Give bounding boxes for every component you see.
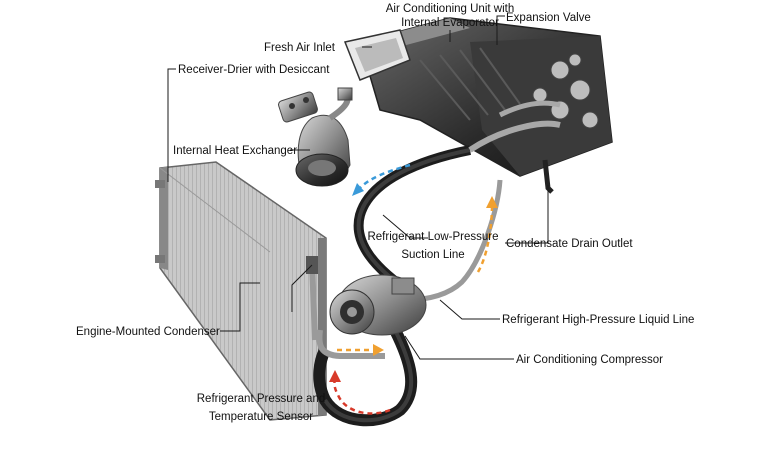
receiver-drier-assembly: [278, 87, 353, 187]
label-receiver-drier: Receiver-Drier with Desiccant: [178, 64, 330, 76]
label-ac-unit-line1: Air Conditioning Unit with: [385, 3, 515, 15]
label-high-pressure-line: Refrigerant High-Pressure Liquid Line: [502, 314, 695, 326]
compressor: [329, 274, 427, 336]
leader-lines: [167, 15, 549, 360]
label-engine-condenser: Engine-Mounted Condenser: [76, 326, 220, 338]
flow-arrow-blue: [352, 163, 411, 196]
label-ac-unit-line2: Internal Evaporator: [401, 17, 499, 29]
label-sensor-line1: Refrigerant Pressure and: [196, 393, 326, 405]
ac-housing: [343, 17, 613, 194]
label-sensor: Refrigerant Pressure and Temperature Sen…: [196, 392, 326, 424]
label-expansion-valve: Expansion Valve: [506, 12, 591, 24]
label-fresh-air-inlet: Fresh Air Inlet: [264, 42, 335, 54]
flow-arrow-orange-right: [337, 344, 384, 356]
label-compressor: Air Conditioning Compressor: [516, 354, 664, 366]
label-low-pressure-line2: Suction Line: [401, 249, 465, 261]
label-ac-unit: Air Conditioning Unit with Internal Evap…: [380, 2, 520, 30]
label-low-pressure-line1: Refrigerant Low-Pressure: [367, 231, 499, 243]
label-internal-heat-exchanger: Internal Heat Exchanger: [173, 145, 298, 157]
label-condensate-drain: Condensate Drain Outlet: [506, 238, 633, 250]
flow-arrow-red: [329, 370, 391, 415]
label-low-pressure-line: Refrigerant Low-Pressure Suction Line: [358, 230, 508, 262]
label-sensor-line2: Temperature Sensor: [208, 411, 314, 423]
flow-arrow-orange-up: [476, 196, 498, 273]
refrigerant-lines: [306, 100, 561, 427]
